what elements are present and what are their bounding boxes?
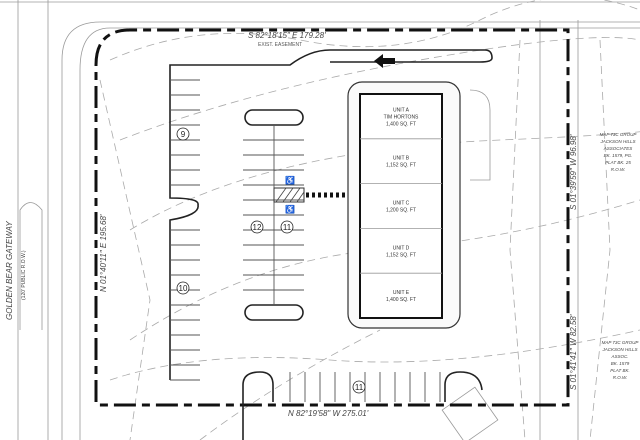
unit-e: UNIT E1,400 SQ. FT	[360, 272, 442, 303]
unit-area: 1,400 SQ. FT	[386, 297, 416, 303]
unit-name: UNIT D	[393, 245, 410, 251]
stall-count-markers: 9 10 12 11 11	[176, 127, 366, 394]
property-boundary	[94, 28, 570, 407]
unit-area: 1,152 SQ. FT	[386, 252, 416, 258]
center-island-top	[244, 109, 304, 126]
neighbor-label-line: R.O.W.	[611, 167, 626, 172]
stall-count: 10	[179, 284, 188, 293]
stall-count: 12	[253, 223, 262, 232]
neighbor-label-line: MAP 73C GROUP	[602, 340, 639, 345]
stall-count: 11	[355, 383, 364, 392]
neighbor-label-line: ASSOC.	[610, 354, 628, 359]
center-parking-stalls	[243, 139, 304, 291]
bearing-top: S 82°18'15" E 179.28'	[248, 31, 326, 40]
bottom-curb-right	[444, 371, 483, 402]
neighbor-label-line: BK. 1579, PG.	[604, 153, 633, 158]
unit-c: UNIT C1,200 SQ. FT	[360, 183, 442, 214]
neighbor-label-line: MAP 73C GROUP	[600, 132, 637, 137]
accessible-icon: ♿	[285, 175, 295, 185]
street-name: GOLDEN BEAR GATEWAY	[5, 221, 14, 320]
bearing-right-lower: S 01°41'41" W 82.58'	[569, 314, 578, 390]
left-parking-stalls	[170, 79, 200, 381]
unit-name: UNIT C	[393, 201, 410, 207]
street-row: (120' PUBLIC R.O.W.)	[21, 250, 27, 300]
accessible-icon: ♿	[285, 204, 295, 214]
accessible-aisle-hatch	[273, 187, 305, 203]
unit-name: UNIT B	[393, 156, 410, 162]
neighbor-label-line: JACKSON HILLS	[599, 139, 635, 144]
stall-count: 9	[181, 130, 186, 139]
building	[359, 93, 443, 319]
neighbor-label-line: BK. 1579	[611, 361, 630, 366]
neighbor-label-lower: MAP 73C GROUP JACKSON HILLS ASSOC. BK. 1579…	[601, 340, 638, 380]
unit-tenant: TIM HORTONS	[384, 114, 419, 120]
neighbor-label-line: JACKSON HILLS	[601, 347, 637, 352]
bearing-right-upper: S 01°39'59" W 96.98'	[569, 134, 578, 210]
bearing-bottom: N 82°19'58" W 275.01'	[288, 409, 369, 418]
traffic-arrow-icon	[374, 54, 395, 68]
easement-label: EXIST. EASEMENT	[258, 42, 302, 48]
neighbor-label-line: ASSOCIATES	[603, 146, 632, 151]
neighbor-label-line: R.O.W.	[613, 375, 628, 380]
unit-area: 1,152 SQ. FT	[386, 163, 416, 169]
unit-d: UNIT D1,152 SQ. FT	[360, 227, 442, 258]
neighbor-label-upper: MAP 73C GROUP JACKSON HILLS ASSOCIATES BK. …	[599, 132, 636, 172]
center-island-bottom	[244, 304, 304, 321]
unit-b: UNIT B1,152 SQ. FT	[360, 138, 442, 169]
neighbor-label-line: PLAT BK. 25	[605, 160, 631, 165]
unit-name: UNIT A	[393, 107, 410, 113]
bottom-curb-left	[242, 371, 274, 440]
neighbor-label-line: PLAT BK.	[610, 368, 629, 373]
unit-area: 1,200 SQ. FT	[386, 208, 416, 214]
bearing-left: N 01°40'11" E 195.68'	[99, 214, 108, 292]
unit-name: UNIT E	[393, 290, 410, 296]
unit-area: 1,400 SQ. FT	[386, 121, 416, 127]
stall-count: 11	[283, 223, 292, 232]
parking-curb	[169, 49, 493, 380]
